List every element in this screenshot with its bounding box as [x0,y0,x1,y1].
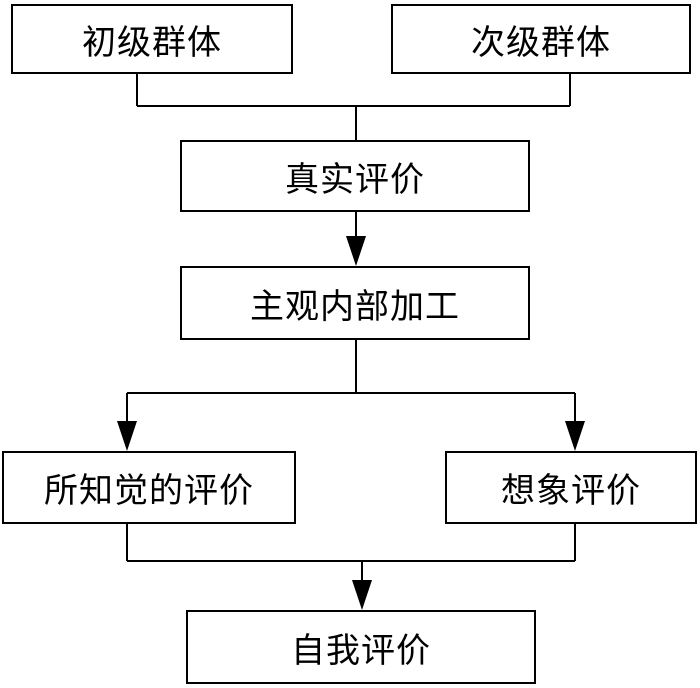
self-evaluation-box: 自我评价 [186,610,536,684]
real-evaluation-box: 真实评价 [180,140,530,212]
imagined-evaluation-box: 想象评价 [445,451,697,524]
self-evaluation-label: 自我评价 [291,630,431,671]
subjective-processing-box: 主观内部加工 [180,266,530,340]
real-evaluation-label: 真实评价 [285,159,425,200]
perceived-evaluation-box: 所知觉的评价 [2,451,296,524]
imagined-evaluation-label: 想象评价 [501,471,641,511]
arrowhead-to-self [352,580,372,610]
arrowhead-real-to-subjective [346,236,366,266]
perceived-evaluation-label: 所知觉的评价 [44,471,254,511]
subjective-processing-label: 主观内部加工 [250,286,460,327]
secondary-group-label: 次级群体 [471,22,611,63]
arrowhead-to-perceived [117,421,137,451]
secondary-group-box: 次级群体 [391,4,691,74]
arrowhead-to-imagined [565,421,585,451]
primary-group-label: 初级群体 [82,22,222,63]
primary-group-box: 初级群体 [11,4,293,74]
